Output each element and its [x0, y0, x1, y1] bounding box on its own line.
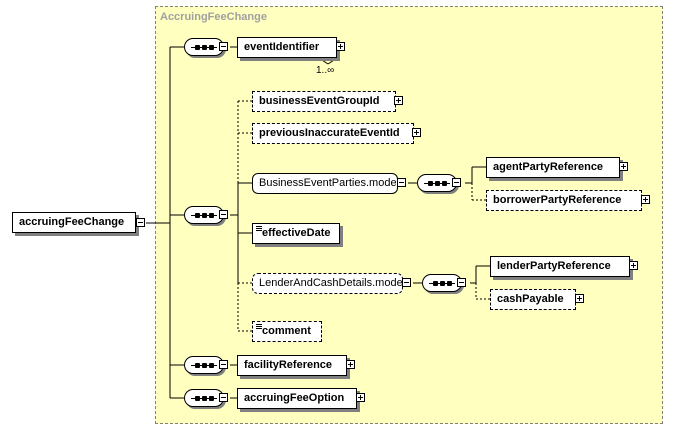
sequence-compositor-icon[interactable] — [422, 274, 462, 292]
expand-icon[interactable] — [346, 360, 355, 369]
element-business-event-group-id[interactable]: businessEventGroupId — [252, 91, 396, 112]
group-lender-and-cash-details-model[interactable]: LenderAndCashDetails.model — [252, 273, 406, 294]
collapse-icon[interactable] — [219, 42, 228, 51]
expand-icon[interactable] — [336, 42, 345, 51]
element-label: effectiveDate — [262, 227, 331, 239]
element-facility-reference[interactable]: facilityReference — [237, 355, 347, 376]
element-effective-date[interactable]: effectiveDate — [252, 223, 340, 244]
element-label: cashPayable — [497, 293, 564, 305]
complex-type-container — [155, 6, 663, 424]
complex-type-title: AccruingFeeChange — [160, 11, 267, 23]
collapse-icon[interactable] — [136, 218, 145, 227]
root-element-label: accruingFeeChange — [19, 216, 125, 228]
expand-icon[interactable] — [356, 393, 365, 402]
group-business-event-parties-model[interactable]: BusinessEventParties.model — [252, 173, 400, 194]
expand-icon[interactable] — [575, 294, 584, 303]
sequence-compositor-icon[interactable] — [184, 38, 224, 56]
expand-icon[interactable] — [629, 261, 638, 270]
cardinality-label: 1..∞ — [316, 65, 335, 76]
collapse-icon[interactable] — [219, 360, 228, 369]
sequence-compositor-icon[interactable] — [184, 206, 224, 224]
expand-icon[interactable] — [619, 162, 628, 171]
element-cash-payable[interactable]: cashPayable — [490, 289, 576, 310]
root-element-accruing-fee-change[interactable]: accruingFeeChange — [12, 212, 136, 233]
element-event-identifier[interactable]: eventIdentifier — [237, 37, 337, 58]
expand-icon[interactable] — [394, 96, 403, 105]
text-content-icon — [256, 226, 262, 231]
element-label: borrowerPartyReference — [493, 194, 622, 206]
element-label: lenderPartyReference — [497, 260, 611, 272]
sequence-compositor-icon[interactable] — [184, 356, 224, 374]
collapse-icon[interactable] — [219, 393, 228, 402]
sequence-compositor-icon[interactable] — [417, 174, 457, 192]
element-previous-inaccurate-event-id[interactable]: previousInaccurateEventId — [252, 123, 414, 144]
element-label: facilityReference — [244, 359, 333, 371]
element-label: agentPartyReference — [493, 161, 604, 173]
group-label: BusinessEventParties.model — [259, 177, 400, 189]
element-lender-party-reference[interactable]: lenderPartyReference — [490, 256, 630, 277]
collapse-icon[interactable] — [457, 278, 466, 287]
group-label: LenderAndCashDetails.model — [259, 277, 406, 289]
element-label: previousInaccurateEventId — [259, 127, 400, 139]
collapse-icon[interactable] — [397, 178, 406, 187]
element-agent-party-reference[interactable]: agentPartyReference — [486, 157, 620, 178]
collapse-icon[interactable] — [219, 210, 228, 219]
collapse-icon[interactable] — [402, 278, 411, 287]
element-label: eventIdentifier — [244, 41, 320, 53]
expand-icon[interactable] — [412, 128, 421, 137]
element-comment[interactable]: comment — [252, 321, 322, 342]
collapse-icon[interactable] — [452, 178, 461, 187]
sequence-compositor-icon[interactable] — [184, 389, 224, 407]
text-content-icon — [256, 324, 262, 329]
element-label: businessEventGroupId — [259, 95, 380, 107]
element-accruing-fee-option[interactable]: accruingFeeOption — [237, 388, 357, 409]
element-label: comment — [262, 325, 311, 337]
expand-icon[interactable] — [641, 195, 650, 204]
element-borrower-party-reference[interactable]: borrowerPartyReference — [486, 190, 642, 211]
element-label: accruingFeeOption — [244, 392, 345, 404]
